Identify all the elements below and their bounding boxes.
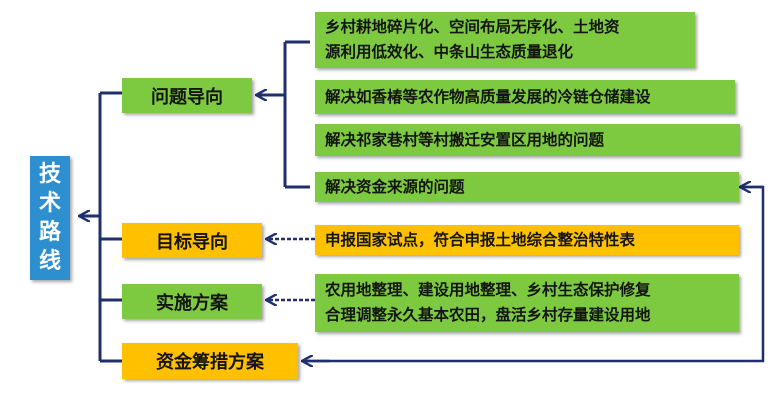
item-line: 合理调整永久基本农田，盘活乡村存量建设用地 <box>325 306 651 324</box>
item-line: 源利用低效化、中条山生态质量退化 <box>325 43 574 61</box>
category-funding-plan: 资金筹措方案 <box>122 343 298 379</box>
item-goal-pilot-application: 申报国家试点，符合申报土地综合整治特性表 <box>315 225 739 255</box>
item-line: 解决资金来源的问题 <box>325 177 465 196</box>
item-problem-land-fragmentation: 乡村耕地碎片化、空间布局无序化、土地资 源利用低效化、中条山生态质量退化 <box>315 12 695 68</box>
title-char: 路 <box>38 220 61 245</box>
item-line: 农用地整理、建设用地整理、乡村生态保护修复 <box>325 281 651 299</box>
title-char: 线 <box>38 249 61 274</box>
category-problem-oriented: 问题导向 <box>122 78 252 113</box>
category-goal-oriented: 目标导向 <box>122 223 262 258</box>
item-problem-funding-source: 解决资金来源的问题 <box>315 172 739 202</box>
item-problem-relocation-land: 解决祁家巷村等村搬迁安置区用地的问题 <box>315 124 740 156</box>
item-line: 申报国家试点，符合申报土地综合整治特性表 <box>325 230 636 249</box>
item-line: 乡村耕地碎片化、空间布局无序化、土地资 <box>325 18 620 36</box>
item-line: 解决如香椿等农作物高质量发展的冷链仓储建设 <box>325 87 651 106</box>
item-problem-cold-chain: 解决如香椿等农作物高质量发展的冷链仓储建设 <box>315 80 735 114</box>
item-line: 解决祁家巷村等村搬迁安置区用地的问题 <box>325 130 605 149</box>
technical-route-title: 技 术 路 线 <box>30 156 70 280</box>
title-char: 术 <box>38 191 61 216</box>
title-char: 技 <box>38 162 61 187</box>
category-implementation-plan: 实施方案 <box>122 284 262 319</box>
item-implementation-land-consolidation: 农用地整理、建设用地整理、乡村生态保护修复 合理调整永久基本农田，盘活乡村存量建… <box>315 274 739 332</box>
